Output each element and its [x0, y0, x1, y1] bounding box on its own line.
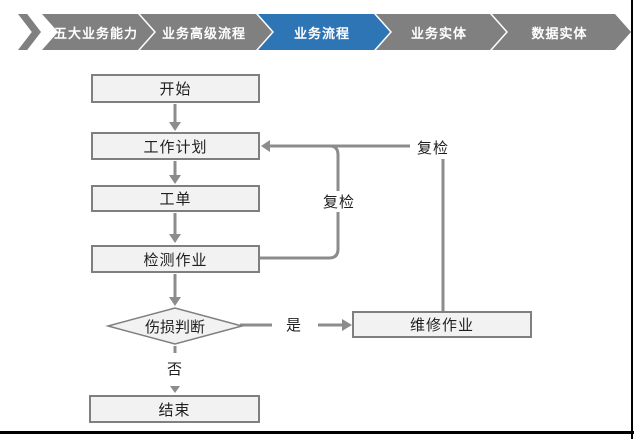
- flowchart-node-work-order: 工单: [91, 185, 260, 212]
- flowchart-node-end: 结束: [89, 395, 260, 423]
- edge-label-recheck-inner: 复检: [317, 191, 361, 212]
- nav-tab-five-capabilities[interactable]: 五大业务能力: [42, 14, 154, 50]
- arrowhead-down-small-icon: [170, 386, 180, 393]
- arrowhead-down-icon: [169, 297, 181, 306]
- arrowhead-right-icon: [342, 319, 352, 331]
- nav-tab-data-entity[interactable]: 数据实体: [492, 14, 631, 50]
- flowchart-node-inspection: 检测作业: [91, 245, 260, 273]
- arrowhead-down-icon: [169, 122, 181, 131]
- nav-tab-high-level-process[interactable]: 业务高级流程: [140, 14, 272, 50]
- nav-tab-business-entity[interactable]: 业务实体: [376, 14, 506, 50]
- flowchart-node-start: 开始: [91, 74, 260, 103]
- arrowhead-down-icon: [169, 175, 181, 184]
- edge-repair-recheck-to-workplan: [270, 144, 445, 311]
- nav-tab-business-process[interactable]: 业务流程: [258, 14, 390, 50]
- page-bottom-border: [0, 431, 634, 434]
- page-right-border: [631, 0, 633, 439]
- flowchart-node-work-plan: 工作计划: [91, 132, 260, 160]
- flowchart-node-repair: 维修作业: [352, 311, 532, 338]
- arrowhead-down-icon: [169, 234, 181, 243]
- flowchart-node-damage-decision-label: 伤损判断: [144, 318, 205, 336]
- nav-leading-chevron-icon: [18, 14, 41, 50]
- edge-label-recheck-outer: 复检: [410, 135, 456, 159]
- edge-label-yes: 是: [280, 313, 308, 335]
- edge-label-no: 否: [161, 357, 189, 379]
- arrowhead-left-icon: [261, 140, 270, 152]
